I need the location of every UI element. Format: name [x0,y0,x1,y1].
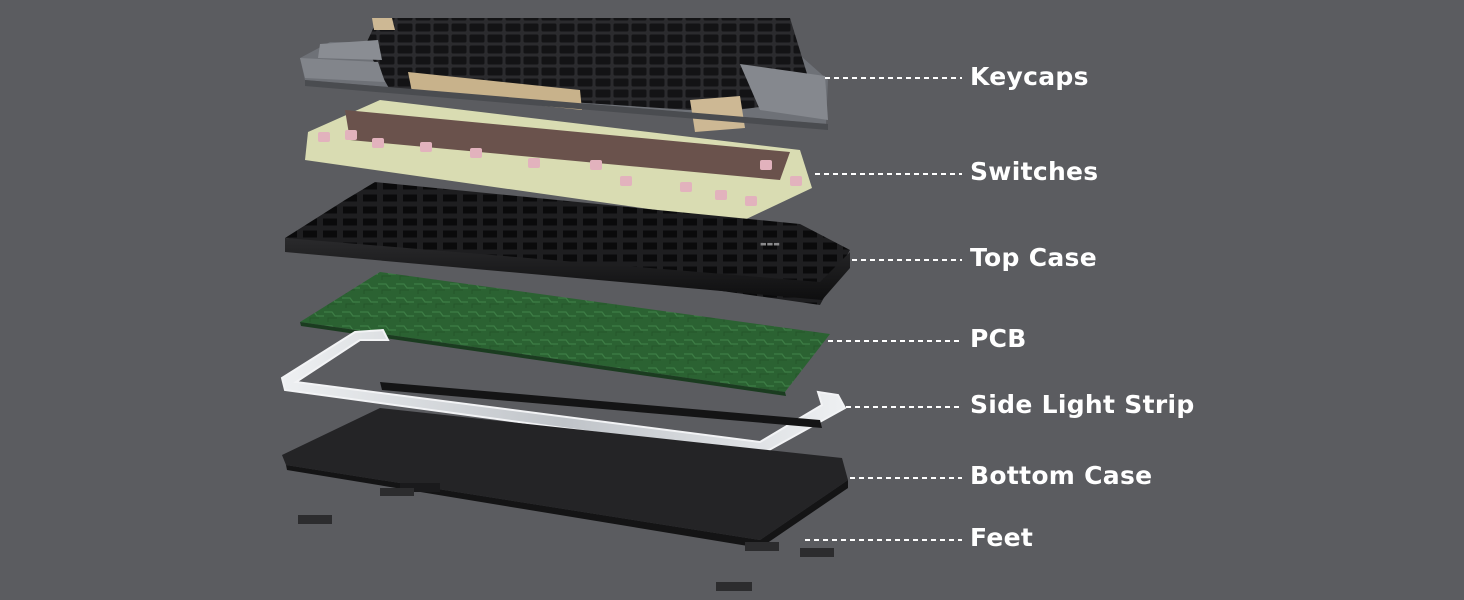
keycaps-layer [300,18,828,132]
keycaps-right-gray [740,64,828,120]
foot-loose [716,582,752,591]
leader-lines [805,77,962,541]
foot-front-left [298,515,332,524]
keycaps-left-modifiers-upper [318,40,382,60]
label-side-light-strip: Side Light Strip [970,390,1195,419]
label-top-case: Top Case [970,243,1097,272]
switches-layer [305,100,812,222]
foot-back-right [800,548,834,557]
bottom-case-rib [400,483,440,492]
side-light-strip-layer [280,328,847,457]
label-feet: Feet [970,523,1034,552]
pcb-board [300,272,830,392]
top-case-layer: ▬▬▬ [285,182,850,305]
top-case-front-edge [285,238,850,300]
keycap-enter [690,96,745,132]
keycaps-shadow-edge [305,80,828,130]
keycaps-left-modifiers [300,58,385,82]
keycap-escape [372,18,395,30]
switch-pink-stems [318,130,802,206]
label-switches: Switches [970,157,1099,186]
bottom-case-layer [282,408,848,548]
label-bottom-case: Bottom Case [970,461,1153,490]
pcb-edge [300,322,786,396]
keycaps-black-block [365,18,815,112]
switch-stems-brown [345,110,790,180]
side-light-strip-inner-bar [380,382,822,428]
pcb-layer [300,272,830,396]
feet-layer [298,488,834,591]
foot-front-right [745,542,779,551]
bottom-case-tray [282,408,848,540]
logo-mark: ▬▬▬ [760,240,780,248]
label-keycaps: Keycaps [970,62,1089,91]
label-pcb: PCB [970,324,1027,353]
foot-back-left [380,488,414,496]
